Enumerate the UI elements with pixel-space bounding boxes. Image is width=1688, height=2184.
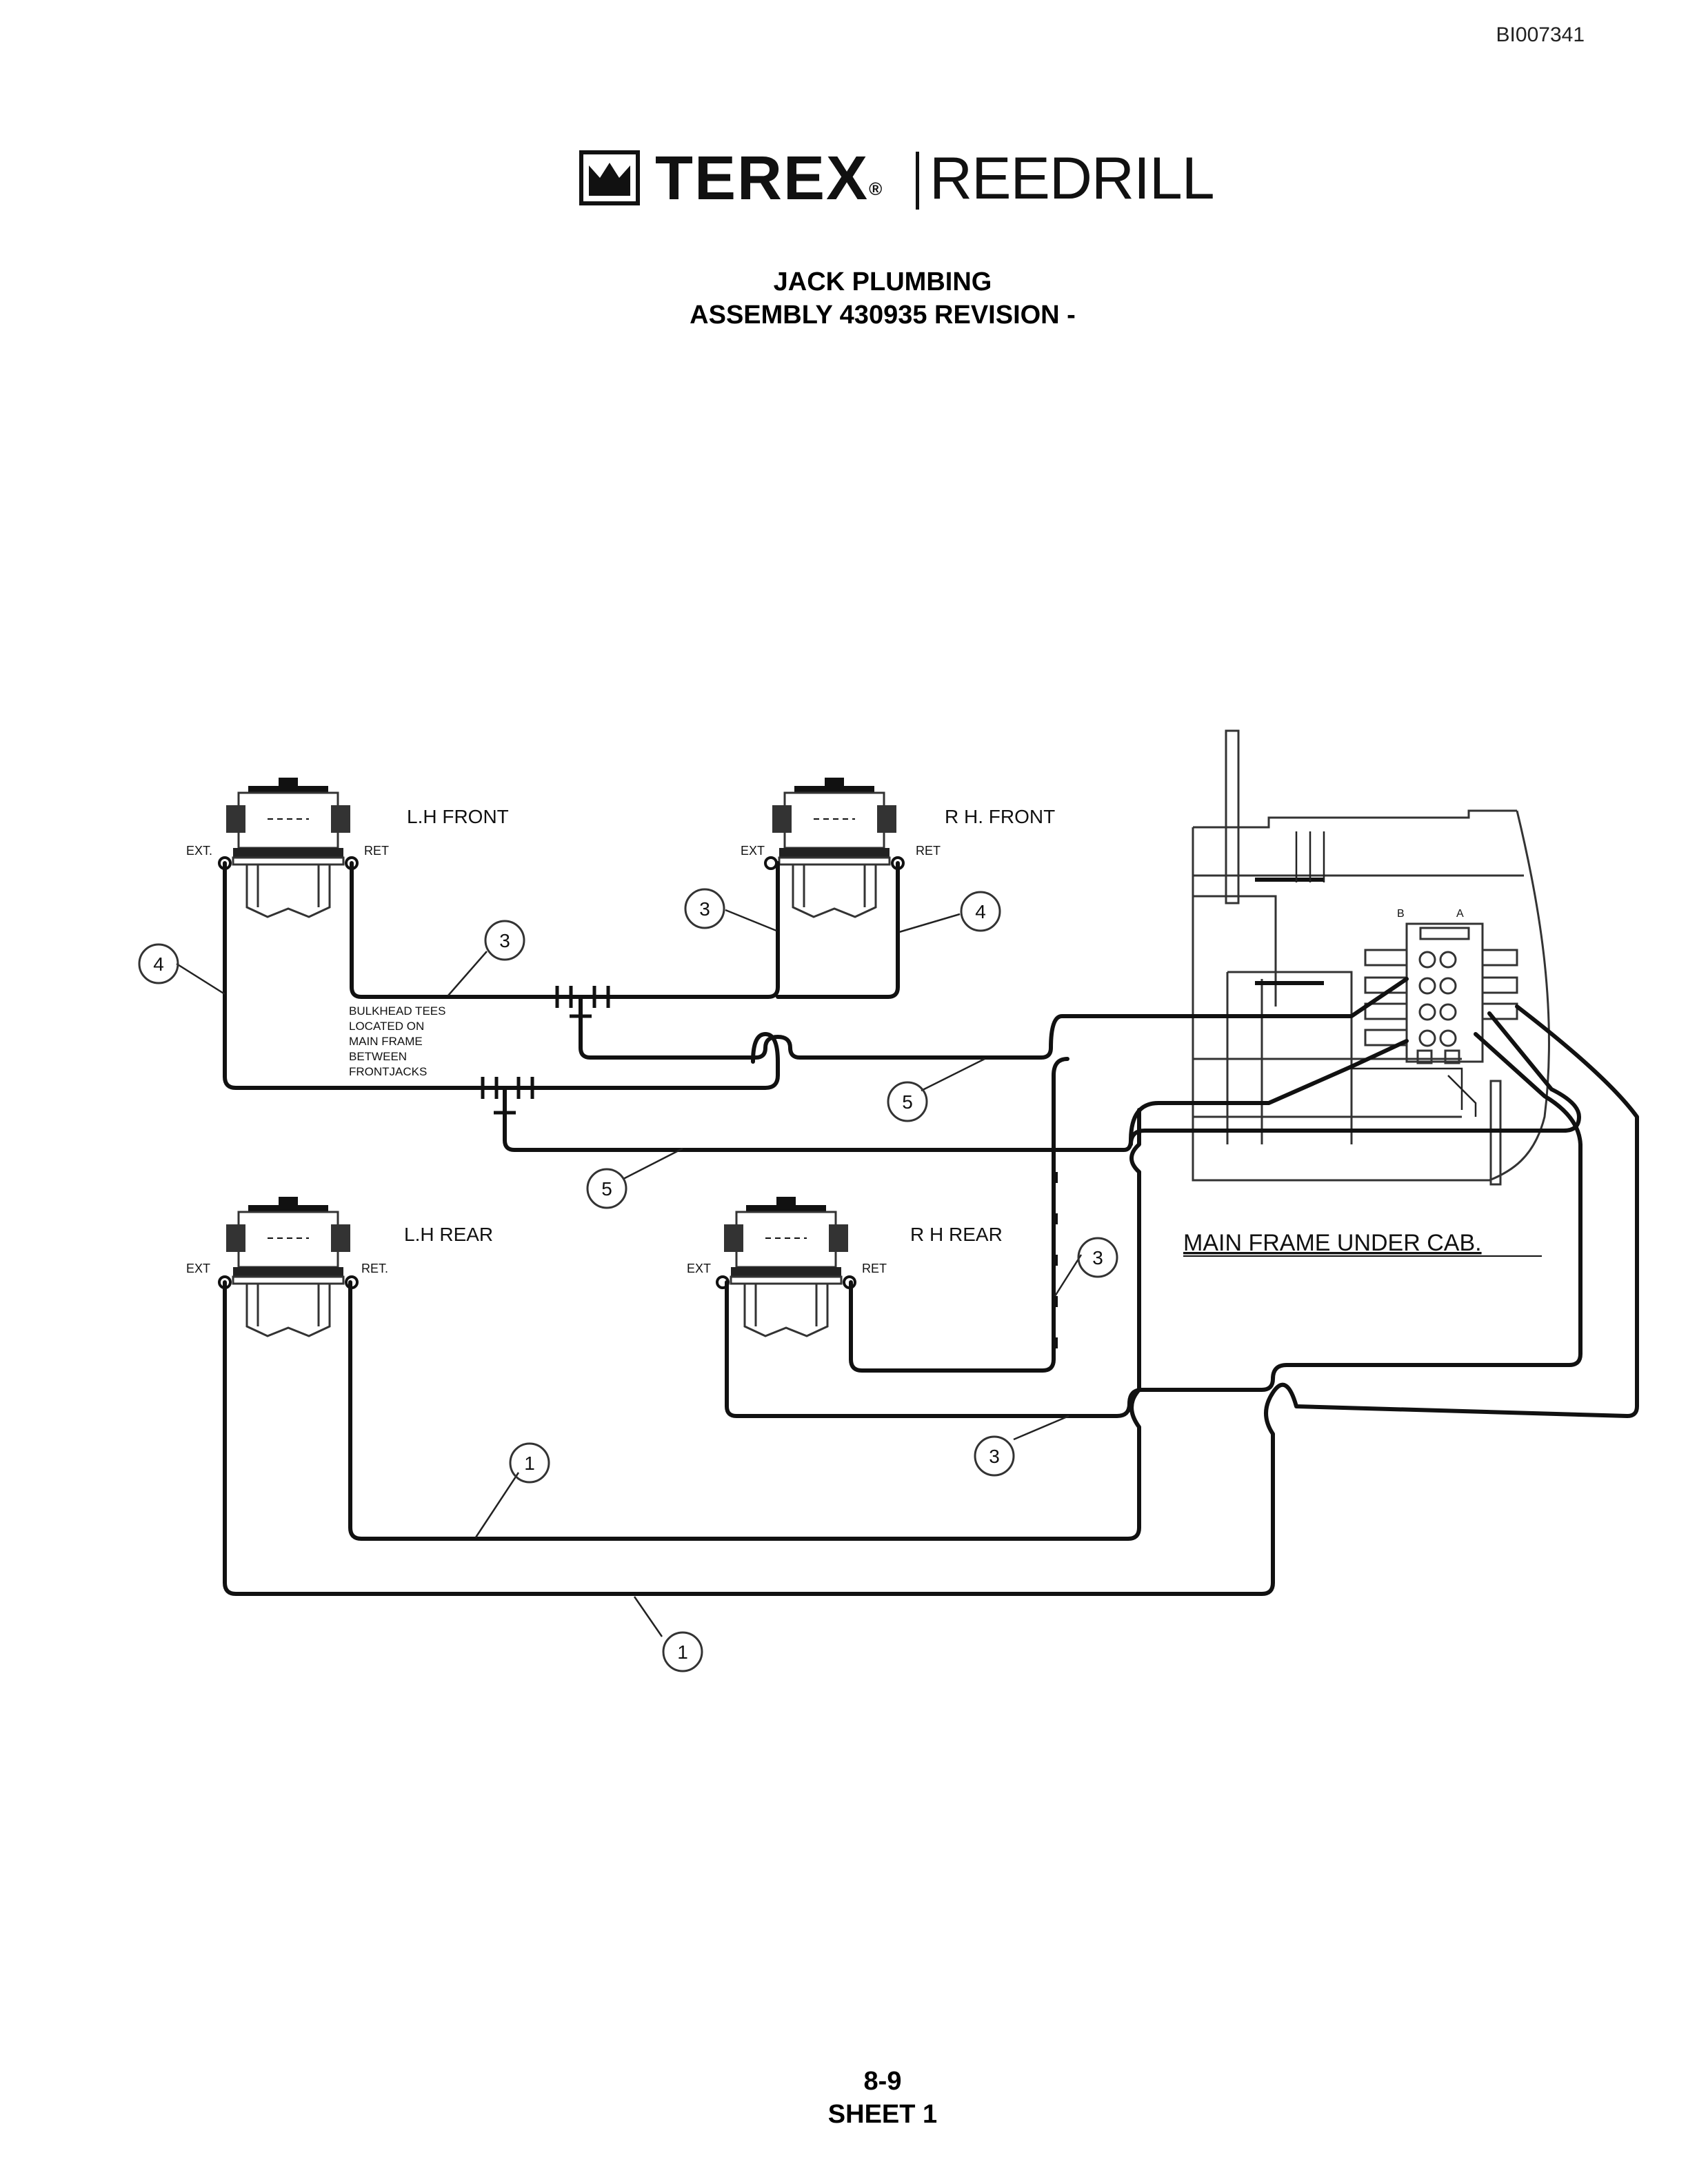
hose-5-upper — [579, 977, 1409, 1060]
svg-text:5: 5 — [902, 1091, 913, 1113]
terex-reedrill-logo: TEREX® REEDRILL — [579, 143, 1215, 213]
callout-bubble: 3 — [974, 1435, 1015, 1477]
bulkhead-note-line-4: BETWEEN — [349, 1050, 407, 1063]
valve-port-b: B — [1397, 908, 1405, 920]
bulkhead-note-line-1: BULKHEAD TEES — [349, 1004, 445, 1018]
jack-rh-rear-icon — [716, 1195, 856, 1337]
callout-bubble: 3 — [1077, 1237, 1118, 1278]
main-frame-label: MAIN FRAME UNDER CAB. — [1183, 1230, 1482, 1256]
hydraulic-hoses — [223, 861, 1639, 1596]
svg-text:5: 5 — [601, 1178, 612, 1200]
document-id: BI007341 — [1496, 23, 1585, 46]
jack-rh-front-ext: EXT — [741, 844, 765, 858]
logo-divider — [916, 152, 919, 210]
hose-3-lh-front-ret — [350, 861, 780, 999]
hose-4-rh-front-ret — [776, 861, 900, 999]
title-line-1: JACK PLUMBING — [773, 267, 992, 296]
callout-bubble: 3 — [484, 920, 525, 961]
terex-crown-logo-icon — [579, 150, 640, 205]
callout-leaders — [176, 909, 1083, 1637]
svg-text:1: 1 — [677, 1641, 688, 1663]
callout-bubble: 5 — [887, 1081, 928, 1122]
callout-bubbles: 4 3 3 4 5 5 3 1 3 1 — [138, 888, 1118, 1672]
svg-text:3: 3 — [699, 898, 710, 920]
hose-3-rh-rear-ret — [849, 1057, 1069, 1373]
page-number: 8-9 — [863, 2067, 902, 2096]
bulkhead-tees — [481, 986, 610, 1115]
logo-product: REEDRILL — [930, 145, 1215, 212]
svg-text:4: 4 — [975, 901, 986, 922]
bulkhead-note-line-3: MAIN FRAME — [349, 1035, 423, 1048]
jack-rh-rear-ret: RET — [862, 1262, 887, 1275]
title-line-2: ASSEMBLY 430935 REVISION - — [690, 301, 1076, 330]
sheet-number: SHEET 1 — [827, 2100, 938, 2129]
jack-rh-rear-ext: EXT — [687, 1262, 711, 1275]
callout-bubble: 3 — [684, 888, 725, 929]
hose-clamps — [1052, 1172, 1058, 1348]
hose-1-lh-rear-ext — [223, 1004, 1639, 1596]
callout-bubble: 1 — [509, 1442, 550, 1484]
callout-bubble: 1 — [662, 1631, 703, 1672]
bulkhead-note-line-5: FRONTJACKS — [349, 1065, 427, 1078]
jack-lh-rear-ret: RET. — [361, 1262, 388, 1275]
bulkhead-note-line-2: LOCATED ON — [349, 1020, 424, 1033]
jack-rh-rear-label: R H REAR — [910, 1224, 1003, 1245]
jack-rh-front-ret: RET — [916, 844, 941, 858]
svg-text:4: 4 — [153, 953, 164, 975]
bulkhead-note: BULKHEAD TEES LOCATED ON MAIN FRAME BETW… — [349, 1004, 445, 1078]
jack-lh-front-ext: EXT. — [186, 844, 212, 858]
hose-to-valve-a — [1129, 1011, 1581, 1146]
logo-brand: TEREX® — [655, 144, 884, 213]
logo-registered-mark: ® — [869, 179, 884, 199]
hose-3-rh-rear-ext — [725, 1032, 1582, 1418]
valve-port-a: A — [1456, 908, 1464, 920]
hose-4-lh-front-ext — [223, 861, 780, 1090]
svg-text:3: 3 — [1092, 1247, 1103, 1268]
jack-lh-rear-icon — [218, 1195, 359, 1337]
jack-lh-front-label: L.H FRONT — [407, 806, 509, 827]
svg-text:3: 3 — [499, 930, 510, 951]
jack-lh-front-icon — [218, 776, 359, 918]
callout-bubble: 4 — [138, 943, 179, 984]
svg-text:3: 3 — [989, 1446, 1000, 1467]
jack-rh-front-label: R H. FRONT — [945, 806, 1055, 827]
callout-bubble: 4 — [960, 891, 1001, 932]
jack-rh-front-icon — [764, 776, 905, 918]
jack-lh-front-ret: RET — [364, 844, 389, 858]
hose-1-lh-rear-ret — [348, 1108, 1141, 1541]
jack-lh-rear-ext: EXT — [186, 1262, 210, 1275]
main-frame-structure: B A — [1192, 729, 1550, 1186]
svg-text:1: 1 — [524, 1453, 535, 1474]
jack-lh-rear-label: L.H REAR — [404, 1224, 493, 1245]
callout-bubble: 5 — [586, 1168, 627, 1209]
